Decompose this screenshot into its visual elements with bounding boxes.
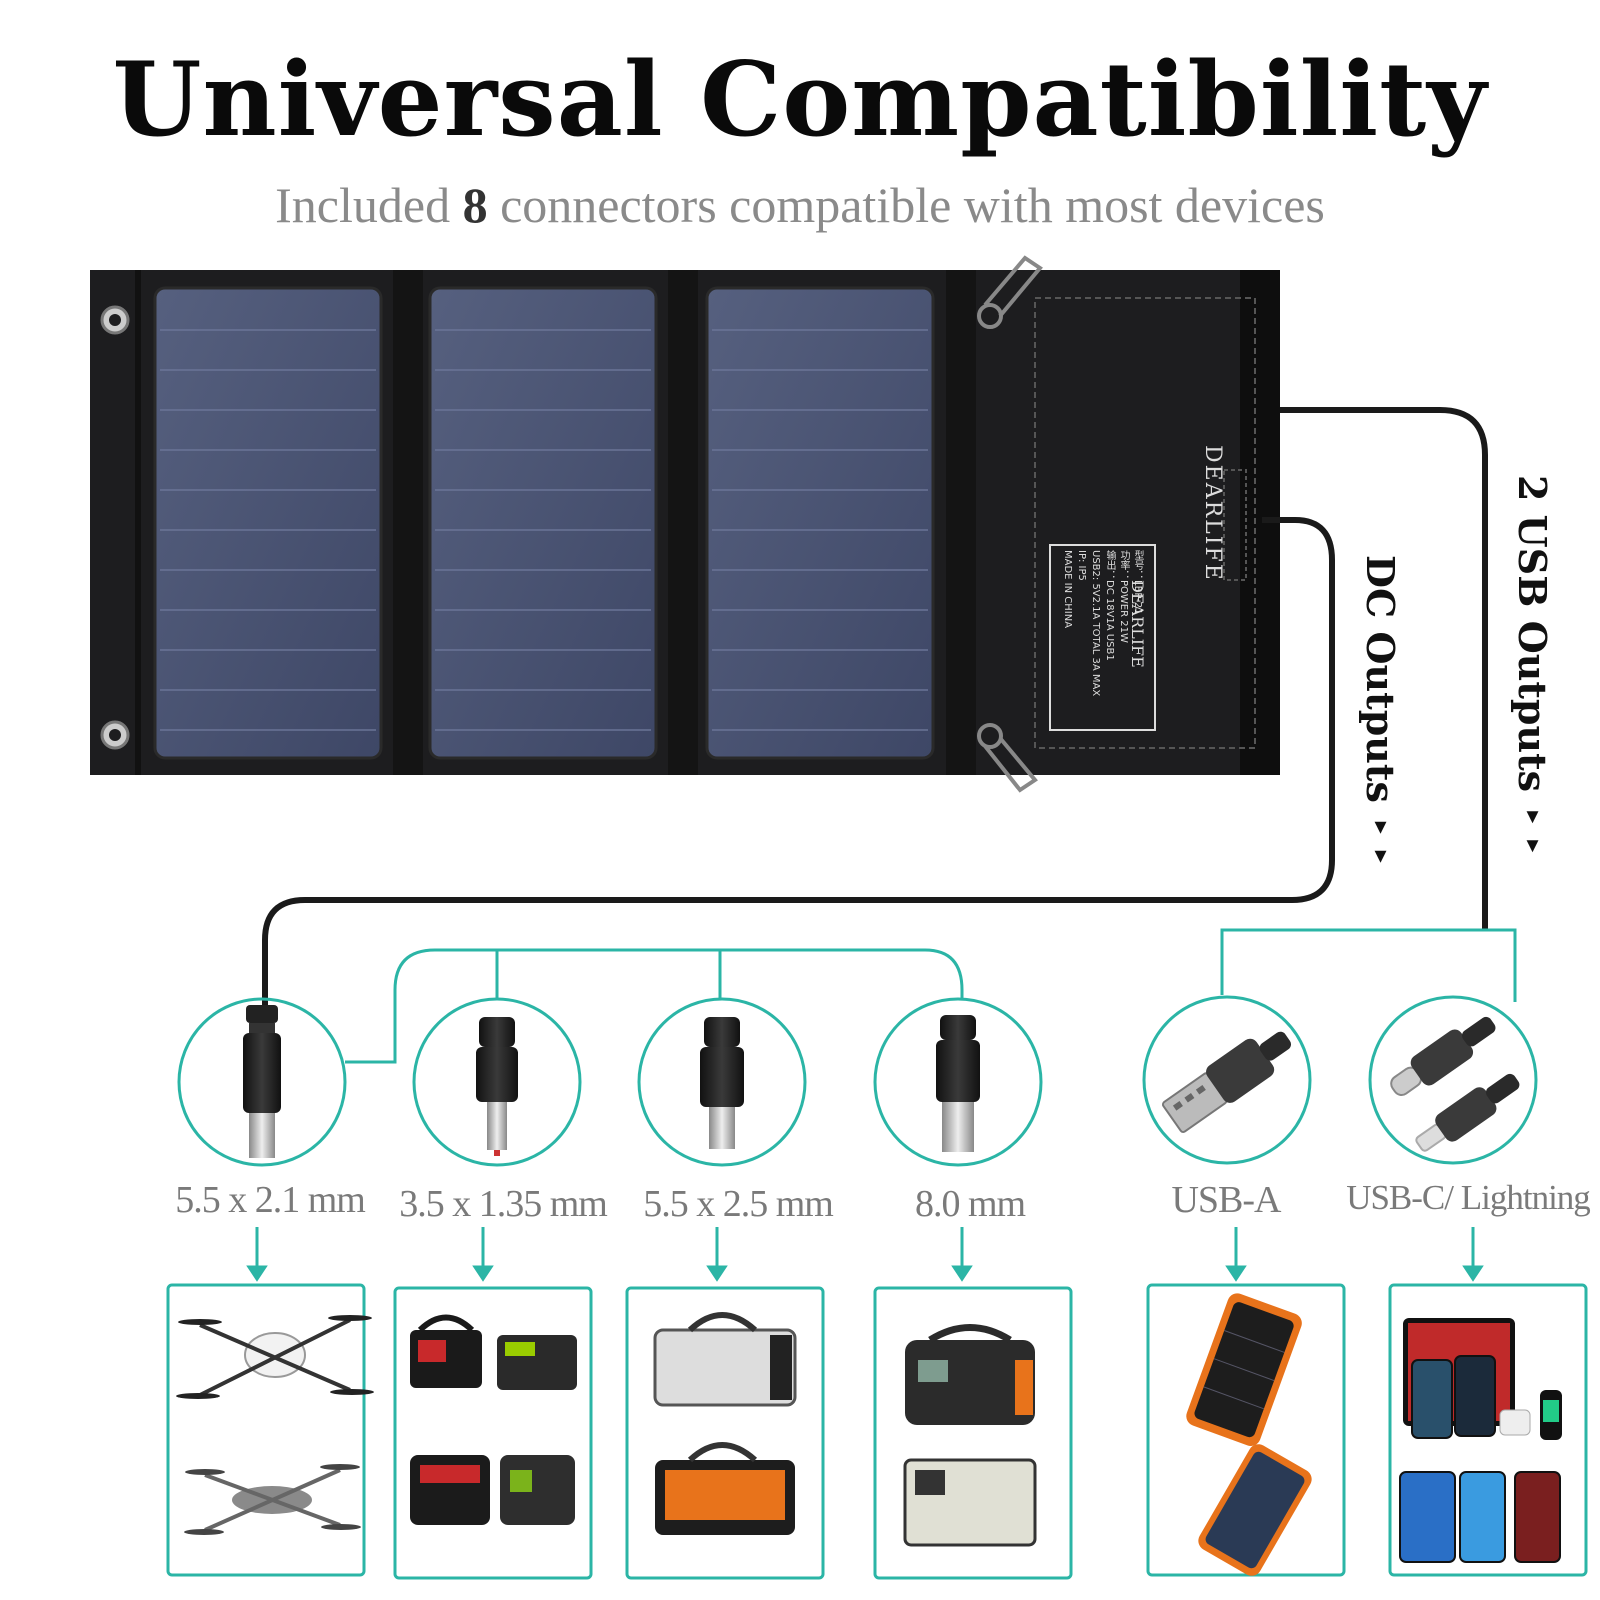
arrow-down-icons	[246, 1227, 1484, 1282]
dc-cable	[262, 517, 1335, 1015]
connector-circle-5525	[637, 997, 807, 1167]
power-station-icon	[653, 1312, 797, 1535]
connector-label: 3.5 x 1.35 mm	[399, 1183, 608, 1225]
connector-count: 8	[462, 177, 488, 233]
connector-circle-80	[873, 997, 1043, 1167]
dc-plug-5521-icon	[243, 1005, 281, 1158]
double-arrow-down-icon: ▾▾	[1518, 792, 1547, 859]
usb-outputs-text: 2 USB Outputs	[1510, 475, 1555, 793]
double-arrow-down-icon: ▾▾	[1366, 802, 1395, 870]
dc-plug-5525-icon	[700, 1017, 744, 1149]
page-title: Universal Compatibility	[112, 40, 1488, 160]
power-bank-icon	[1186, 1293, 1312, 1576]
usb-a-plug-icon	[1161, 1031, 1291, 1133]
power-station-icon	[410, 1314, 577, 1525]
product-spec-label: 型号：LBP-21 功率：POWER 21W 输出：DC 18V1A USB1 …	[1062, 550, 1143, 697]
panel-brand: DEARLIFE	[1200, 445, 1225, 582]
subtitle-post: connectors compatible with most devices	[487, 177, 1325, 233]
usb-c-lightning-plug-icon	[1390, 1016, 1520, 1152]
connector-circle-5521	[177, 997, 347, 1167]
device-box-phones	[1388, 1283, 1588, 1577]
dc-outputs-text: DC Outputs	[1358, 555, 1403, 803]
device-box-power-banks	[1146, 1283, 1346, 1577]
grommet-icon	[100, 305, 130, 750]
dc-plug-35135-icon	[476, 1017, 518, 1156]
connector-tree-lines	[345, 928, 1517, 1064]
connector-label: 8.0 mm	[914, 1183, 1026, 1225]
carabiner-icon	[977, 255, 1043, 793]
usb-outputs-label: 2 USB Outputs ▾▾	[1510, 475, 1555, 858]
dc-outputs-label: DC Outputs ▾▾	[1358, 555, 1403, 869]
dc-plug-80-icon	[936, 1015, 980, 1152]
drone-icon	[176, 1315, 374, 1535]
storage-pouch	[1034, 297, 1256, 749]
device-box-drones	[166, 1283, 366, 1577]
page-subtitle: Included 8 connectors compatible with mo…	[0, 176, 1600, 234]
device-box-power-stations-a	[625, 1286, 825, 1580]
device-box-power-stations-b	[873, 1286, 1073, 1580]
solar-panel	[90, 255, 1280, 793]
power-station-icon	[903, 1324, 1037, 1547]
solar-cell-2	[428, 286, 658, 760]
connector-circle-usbc-lightning	[1368, 995, 1538, 1165]
connector-label: USB-C/ Lightning	[1346, 1178, 1591, 1217]
phones-tablets-icon	[1399, 1318, 1562, 1563]
connector-circle-35135	[412, 997, 582, 1167]
subtitle-pre: Included	[275, 177, 463, 233]
solar-cell-1	[153, 286, 383, 760]
usb-cable	[1280, 407, 1488, 930]
connector-label: 5.5 x 2.5 mm	[643, 1183, 834, 1225]
device-box-portable-stations	[393, 1286, 593, 1580]
label-brand: DEARLIFE	[1128, 580, 1147, 668]
connector-label: 5.5 x 2.1 mm	[175, 1179, 366, 1221]
connector-label: USB-A	[1171, 1179, 1281, 1221]
solar-cell-3	[705, 286, 935, 760]
connector-circle-usba	[1142, 995, 1312, 1165]
